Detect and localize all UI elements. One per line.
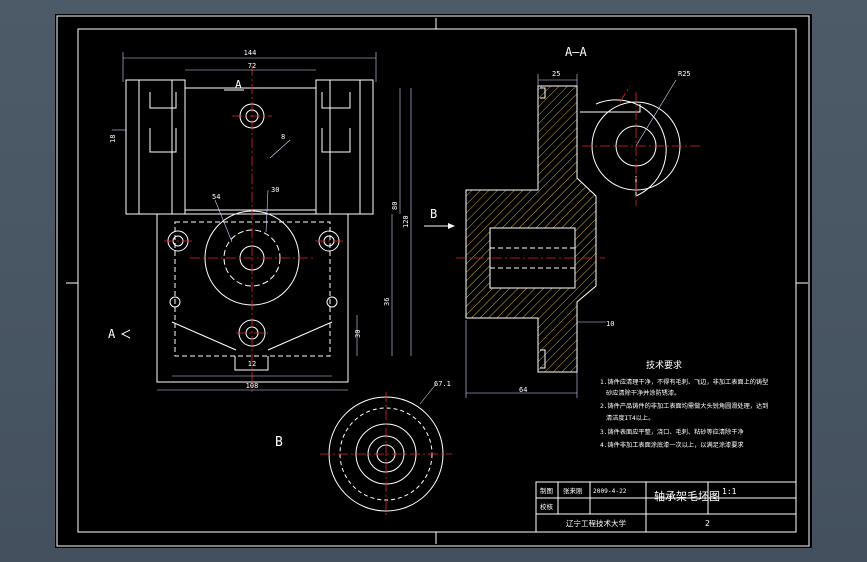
- section-title: A—A: [565, 45, 587, 59]
- front-centerlines: [164, 66, 343, 392]
- front-dimensions: [112, 52, 412, 391]
- dim-h-mid: 80: [391, 202, 399, 210]
- drawing-sheet: 144 72 18 8 54 30 120 80 36 12 108 30 A …: [55, 14, 812, 548]
- sheet-number: 2: [705, 519, 710, 528]
- tech-note-line-3: 2.铸件产品铸件的非加工表面均需做大头锐角圆滑处理，达到: [600, 402, 768, 410]
- title-row2-label: 校核: [540, 502, 554, 511]
- dim-side-small: 30: [354, 330, 362, 338]
- dim-bottom-small: 12: [248, 360, 256, 368]
- tech-note-line-2: 砂应清除干净并涂防锈漆。: [606, 389, 680, 397]
- dim-dia-right: 30: [271, 186, 279, 194]
- section-dimension-texts: 25 R25 10 64: [519, 70, 691, 394]
- school-name: 辽宁工程技术大学: [566, 518, 626, 528]
- front-view: [125, 79, 374, 383]
- title-row1-name: 张来刚: [563, 486, 583, 495]
- view-a-arrow-label: A: [108, 327, 116, 341]
- tech-note-line-1: 1.铸件应清理干净，不得有毛刺、飞边，非加工表面上的铸型: [600, 378, 768, 386]
- drawing-scale: 1:1: [722, 487, 737, 496]
- dim-circle-dia: 67.1: [434, 380, 451, 388]
- dim-section-bottom: 64: [519, 386, 527, 394]
- dim-r-hole: 8: [281, 133, 285, 141]
- title-row1-label: 制图: [540, 486, 553, 495]
- dim-top-width: 144: [244, 49, 257, 57]
- dim-h-total: 120: [402, 215, 410, 228]
- view-b-dimension: 67.1: [419, 380, 451, 405]
- tech-note-line-6: 4.铸件非加工表面涂底漆一次以上，以满足涂漆要求: [600, 441, 744, 449]
- dim-bottom-width: 108: [246, 382, 259, 390]
- view-b-marker: B: [430, 207, 437, 221]
- title-block: [535, 481, 797, 533]
- title-row1-date: 2009-4-22: [593, 488, 627, 495]
- sheet-border: [56, 15, 810, 547]
- front-dimension-texts: 144 72 18 8 54 30 120 80 36 12 108 30: [109, 49, 410, 390]
- dim-h-low: 36: [383, 298, 391, 306]
- dim-top-inner: 72: [248, 62, 256, 70]
- dim-section-right: 10: [606, 320, 614, 328]
- tech-notes: 技术要求 1.铸件应清理干净，不得有毛刺、飞边，非加工表面上的铸型 砂应清除干净…: [600, 359, 768, 449]
- drawing-canvas[interactable]: 144 72 18 8 54 30 120 80 36 12 108 30 A …: [55, 14, 812, 548]
- view-b-centerlines: [320, 392, 452, 516]
- title-block-texts: 制图 张来刚 2009-4-22 校核 轴承架毛坯图 1:1 辽宁工程技术大学 …: [540, 486, 737, 528]
- section-centerlines: [456, 85, 700, 259]
- dim-dia-left: 54: [212, 193, 220, 201]
- section-marker-a: A: [235, 78, 242, 91]
- dim-section-radius: R25: [678, 70, 691, 78]
- view-b-label: B: [275, 435, 283, 450]
- tech-notes-heading: 技术要求: [646, 359, 682, 371]
- dim-left-small: 18: [109, 135, 117, 143]
- tech-note-line-5: 3.铸件表面应平整，浇口、毛刺、粘砂等应清除干净: [600, 428, 744, 436]
- view-markers: A A B B A—A: [108, 45, 587, 450]
- tech-note-line-4: 清洁度IT4以上。: [606, 414, 654, 422]
- section-dimensions: [465, 74, 677, 398]
- dim-section-top: 25: [552, 70, 560, 78]
- section-view: [465, 85, 681, 373]
- drawing-title: 轴承架毛坯图: [654, 489, 720, 503]
